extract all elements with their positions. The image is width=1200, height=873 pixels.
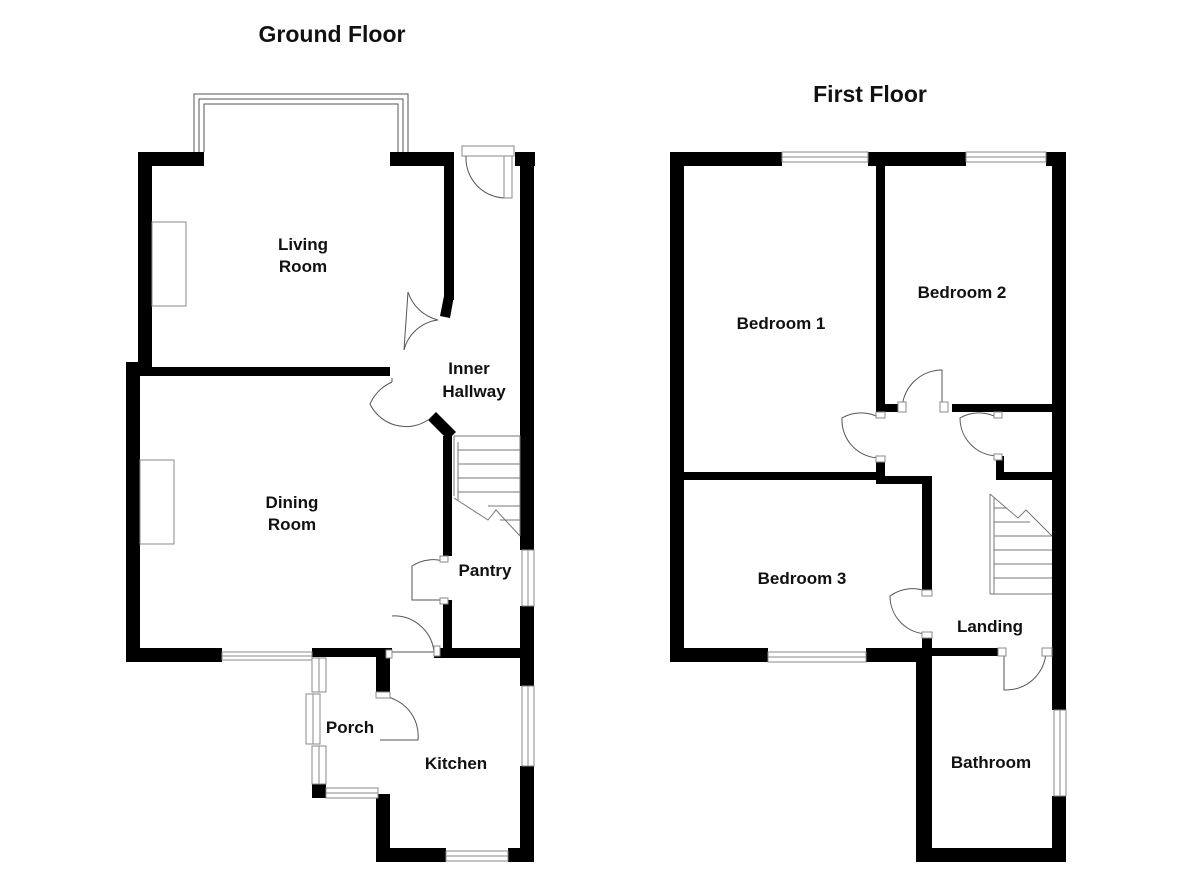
living-room-label-line1: Living (278, 235, 328, 254)
ground-doors (369, 291, 449, 741)
living-fireplace (151, 221, 187, 307)
dining-room-label-line2: Room (268, 515, 316, 534)
first-doors (841, 369, 1053, 691)
first-floor-walls (670, 152, 1066, 862)
inner-hallway-label-line1: Inner (448, 359, 490, 378)
ground-stairs (453, 435, 521, 537)
front-door (461, 145, 515, 199)
living-room-label-line2: Room (279, 257, 327, 276)
ground-floor-walls (126, 152, 535, 862)
first-stairs (989, 493, 1053, 595)
bedroom-2-label: Bedroom 2 (918, 283, 1007, 302)
bedroom-3-label: Bedroom 3 (758, 569, 847, 588)
ground-windows (221, 549, 535, 862)
kitchen-label: Kitchen (425, 754, 487, 773)
porch-label: Porch (326, 718, 374, 737)
first-floor: First Floor Bedroom 1 Bedroom 2 Bedroom … (670, 81, 1067, 862)
pantry-label: Pantry (459, 561, 512, 580)
ground-floor-title: Ground Floor (259, 21, 406, 47)
inner-hallway-label-line2: Hallway (442, 382, 506, 401)
ground-floor: Ground Floor Living Room Inner Hallway D… (126, 21, 535, 862)
first-floor-title: First Floor (813, 81, 927, 107)
dining-fireplace (139, 459, 175, 545)
bay-window (193, 93, 409, 152)
landing-label: Landing (957, 617, 1023, 636)
first-windows (767, 151, 1067, 797)
bedroom-1-label: Bedroom 1 (737, 314, 826, 333)
bathroom-label: Bathroom (951, 753, 1031, 772)
dining-room-label-line1: Dining (266, 493, 319, 512)
